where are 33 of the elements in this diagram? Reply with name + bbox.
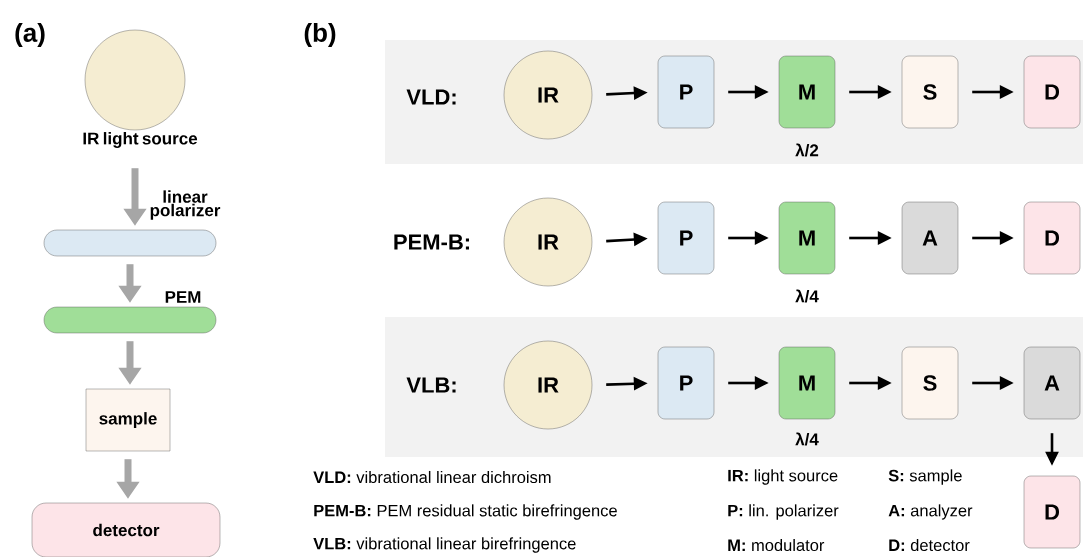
- legend-text: S: sample: [888, 469, 962, 485]
- detector-box: detector: [31, 502, 221, 557]
- legend-text: P: lin. polarizer: [728, 504, 839, 520]
- legend-text: PEM-B: PEM residual static birefringence: [314, 504, 617, 520]
- component-box: P: [657, 346, 715, 420]
- caption-text: PEM: [165, 291, 201, 303]
- caption-text: IR light source: [83, 132, 198, 148]
- legend-text: VLD: vibrational linear dichroism: [313, 470, 551, 484]
- component-box: D: [1023, 55, 1081, 129]
- component-box: M: [778, 346, 836, 420]
- legend-text: VLB: vibrational linear birefringence: [313, 537, 576, 553]
- component-box: S: [901, 346, 959, 420]
- component-box: S: [901, 55, 959, 129]
- sample-box: sample: [85, 388, 171, 452]
- legend-text: IR: light source: [728, 469, 838, 485]
- legend-text: M: modulator: [728, 538, 825, 552]
- caption-text: λ/4: [795, 432, 819, 446]
- component-box: D: [1023, 475, 1081, 549]
- row-label: PEM-B:: [394, 234, 469, 250]
- legend-text: D: detector: [889, 538, 970, 552]
- panel-label: (b): [304, 22, 336, 48]
- legend-text: A: analyzer: [888, 504, 973, 520]
- caption-text: linear polarizer: [150, 190, 221, 220]
- component-box: M: [778, 201, 836, 275]
- component-box: P: [657, 55, 715, 129]
- component-box: A: [1023, 346, 1081, 420]
- component-box: P: [657, 201, 715, 275]
- component-box: A: [901, 201, 959, 275]
- caption-text: λ/4: [795, 289, 819, 303]
- component-box: M: [778, 55, 836, 129]
- panel-label: (a): [15, 22, 45, 48]
- caption-text: λ/2: [795, 143, 819, 157]
- component-box: D: [1023, 201, 1081, 275]
